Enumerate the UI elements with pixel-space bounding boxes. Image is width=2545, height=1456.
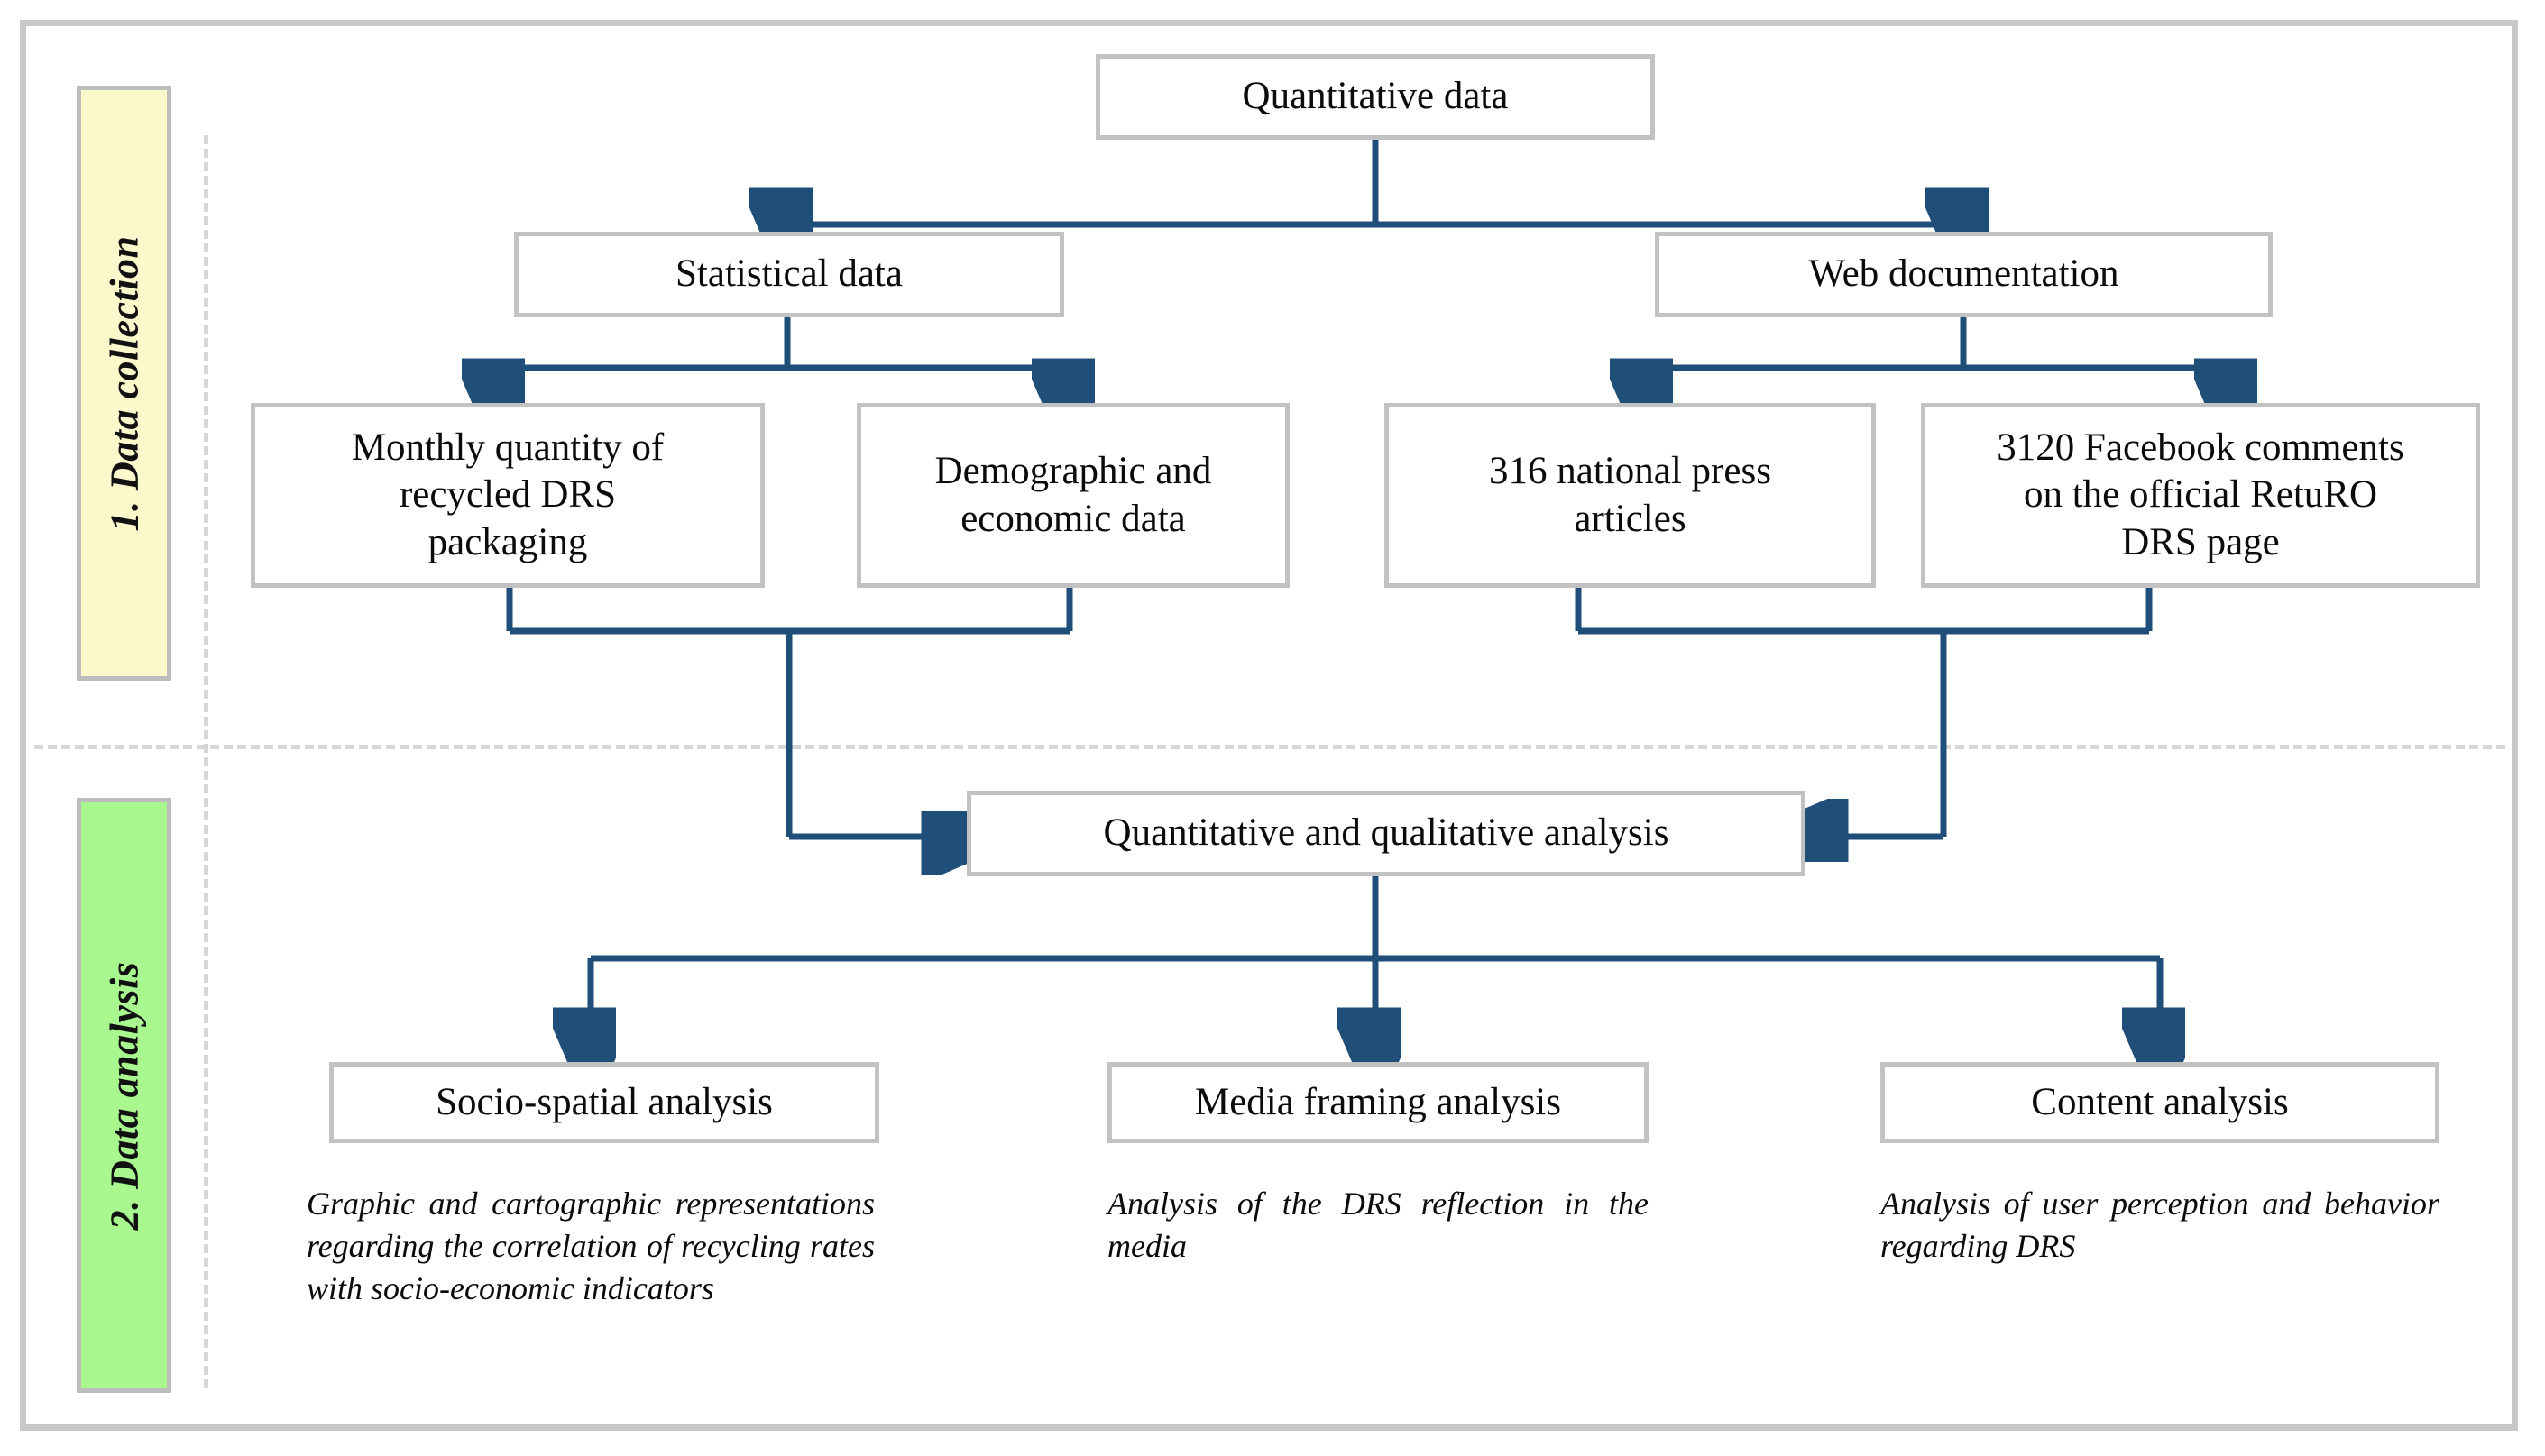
node-monthly-recycled-packaging[interactable]: Monthly quantity of recycled DRS packagi… [251, 403, 765, 588]
node-facebook-comments[interactable]: 3120 Facebook comments on the official R… [1921, 403, 2480, 588]
horizontal-dashed-divider [34, 745, 2505, 749]
node-web-documentation[interactable]: Web documentation [1655, 232, 2273, 317]
phase-tab-data-analysis: 2. Data analysis [77, 798, 171, 1393]
phase-tab-data-collection: 1. Data collection [77, 86, 171, 681]
phase-label-data-collection: 1. Data collection [102, 235, 146, 531]
node-socio-spatial-analysis[interactable]: Socio-spatial analysis [329, 1062, 879, 1143]
node-media-framing-analysis[interactable]: Media framing analysis [1107, 1062, 1649, 1143]
description-media-framing-analysis: Analysis of the DRS reflection in the me… [1107, 1186, 1649, 1264]
description-socio-spatial-analysis: Graphic and cartographic representations… [307, 1186, 875, 1306]
node-national-press-articles[interactable]: 316 national press articles [1384, 403, 1876, 588]
vertical-dashed-divider [204, 135, 208, 1388]
description-content-analysis: Analysis of user perception and behavior… [1880, 1186, 2439, 1264]
phase-label-data-analysis: 2. Data analysis [102, 961, 147, 1230]
node-demographic-economic-data[interactable]: Demographic and economic data [857, 403, 1290, 588]
node-quantitative-qualitative-analysis[interactable]: Quantitative and qualitative analysis [967, 791, 1805, 876]
node-quantitative-data[interactable]: Quantitative data [1096, 54, 1655, 140]
node-statistical-data[interactable]: Statistical data [514, 232, 1064, 317]
node-content-analysis[interactable]: Content analysis [1880, 1062, 2439, 1143]
